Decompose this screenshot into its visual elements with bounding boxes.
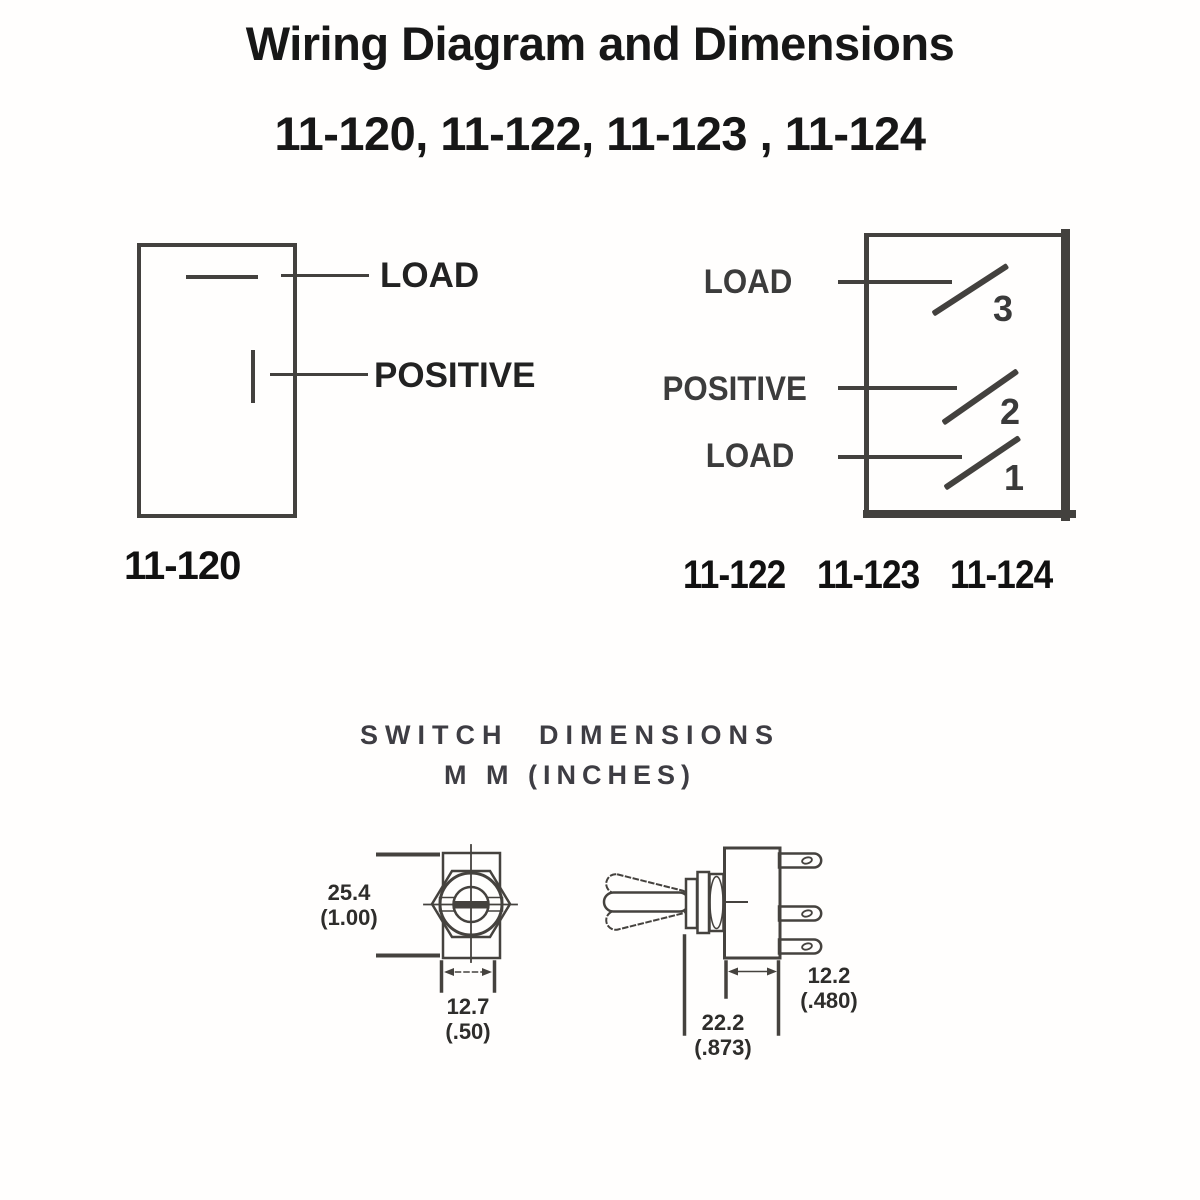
switch-technical-drawing	[376, 844, 823, 1036]
terminal-number-3: 3	[993, 288, 1014, 329]
dim-side-body-in: (.480)	[800, 988, 858, 1013]
switch-outline-right-bar	[1061, 229, 1070, 521]
switch-outline-right	[864, 233, 1063, 514]
mounting-flange	[684, 877, 699, 930]
arrow-left	[444, 968, 454, 976]
leader-line-load-top	[838, 280, 952, 284]
terminal-contact-load	[186, 275, 258, 279]
switch-outline-left	[137, 243, 297, 518]
label-load-bottom: LOAD	[705, 437, 794, 475]
label-positive-left: POSITIVE	[374, 356, 536, 395]
leader-line-positive-mid	[838, 386, 957, 390]
dim-front-height-in: (1.00)	[320, 905, 378, 930]
dim-front-width: 12.7 (.50)	[435, 994, 501, 1044]
toggle-lever	[602, 891, 691, 913]
switch-side-view	[602, 846, 823, 1036]
arrow-right-side	[767, 967, 777, 976]
switch-body-side	[723, 846, 782, 960]
terminal-number-2: 2	[1000, 391, 1021, 432]
leader-line-load	[281, 274, 369, 277]
label-load-left: LOAD	[380, 256, 480, 295]
dim-side-body-mm: 12.2	[807, 963, 851, 988]
dimensions-heading: SWITCH DIMENSIONS	[359, 720, 780, 750]
page-title: Wiring Diagram and Dimensions	[245, 17, 955, 70]
arrow-left-side	[728, 967, 738, 976]
label-positive-mid: POSITIVE	[662, 370, 807, 408]
dim-side-depth-in: (.873)	[694, 1035, 752, 1060]
dim-front-width-mm: 12.7	[446, 994, 490, 1019]
terminal-hole-2	[801, 909, 813, 918]
terminal-number-1: 1	[1004, 457, 1025, 498]
caption-11-123: 11-123	[817, 553, 920, 597]
dim-front-height-mm: 25.4	[327, 880, 371, 905]
arrow-right	[482, 968, 492, 976]
terminal-hole-1	[801, 856, 813, 865]
leader-line-load-bottom	[838, 455, 962, 459]
caption-11-124: 11-124	[950, 553, 1053, 597]
terminal-contact-positive	[251, 350, 255, 403]
bushing-ring-1	[696, 870, 711, 935]
leader-line-positive	[270, 373, 368, 376]
caption-11-120: 11-120	[124, 544, 241, 588]
dim-side-depth-mm: 22.2	[701, 1010, 745, 1035]
switch-outline-bottom-bar	[863, 510, 1076, 518]
dimensions-units: M M (INCHES)	[444, 760, 696, 790]
page-subtitle: 11-120, 11-122, 11-123 , 11-124	[274, 107, 926, 160]
terminal-lug-2	[777, 905, 823, 922]
dim-side-depth: 22.2 (.873)	[690, 1010, 756, 1060]
switch-front-view	[376, 844, 518, 993]
terminal-hole-3	[801, 942, 813, 951]
dim-side-body: 12.2 (.480)	[795, 963, 863, 1013]
terminal-lug-1	[777, 852, 823, 869]
terminal-lug-3	[777, 938, 823, 955]
caption-11-122: 11-122	[683, 553, 786, 597]
label-load-top: LOAD	[703, 263, 792, 301]
dim-front-width-in: (.50)	[445, 1019, 491, 1044]
dim-front-height: 25.4 (1.00)	[316, 880, 382, 930]
